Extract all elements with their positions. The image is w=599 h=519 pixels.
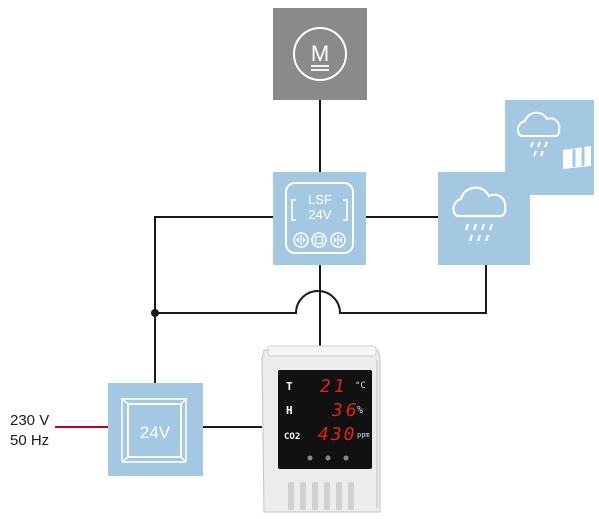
motor-box: M [273, 8, 367, 100]
wire-controller-supply [154, 216, 273, 383]
junction-dot [151, 309, 159, 317]
mains-frequency-label: 50 Hz [10, 432, 50, 449]
device-button-right [343, 455, 349, 461]
controller-box: LSF 24V [273, 172, 366, 265]
row-co2-unit: ppm [357, 431, 370, 439]
open-button-icon [293, 232, 309, 248]
controller-label-line2: 24V [308, 207, 331, 222]
row-h-label: H [286, 404, 293, 417]
rain-sensor-icon [452, 186, 507, 242]
row-t-label: T [286, 380, 293, 393]
row-t-value: 21 [320, 376, 348, 397]
device-button-left [307, 455, 313, 461]
controller-label-line1: LSF [308, 192, 332, 207]
power-supply-label: 24V [140, 423, 171, 442]
wind-rain-sensor-icon [516, 111, 591, 169]
rain-sensor-box [438, 172, 530, 265]
row-t-unit: °C [355, 381, 366, 391]
wires [154, 100, 487, 428]
row-h-value: 36 [331, 400, 360, 421]
display-screen [278, 370, 372, 469]
controller-panel [285, 182, 354, 254]
motor-icon: M [293, 27, 347, 81]
sensor-display-device: T 21 °C H 36 % CO2 430 ppm [261, 345, 381, 513]
vent-slots [288, 482, 354, 510]
stop-button-icon [311, 232, 327, 248]
motor-symbol: M [311, 41, 329, 66]
device-buttons [307, 455, 349, 461]
close-button-icon [330, 232, 346, 248]
row-co2-label: CO2 [284, 432, 300, 442]
row-h-unit: % [357, 405, 363, 416]
device-button-middle [325, 455, 331, 461]
power-supply-icon [119, 398, 188, 463]
power-supply-box: 24V [108, 383, 203, 476]
row-co2-value: 430 [318, 424, 357, 445]
mains-voltage-label: 230 V [10, 412, 50, 429]
